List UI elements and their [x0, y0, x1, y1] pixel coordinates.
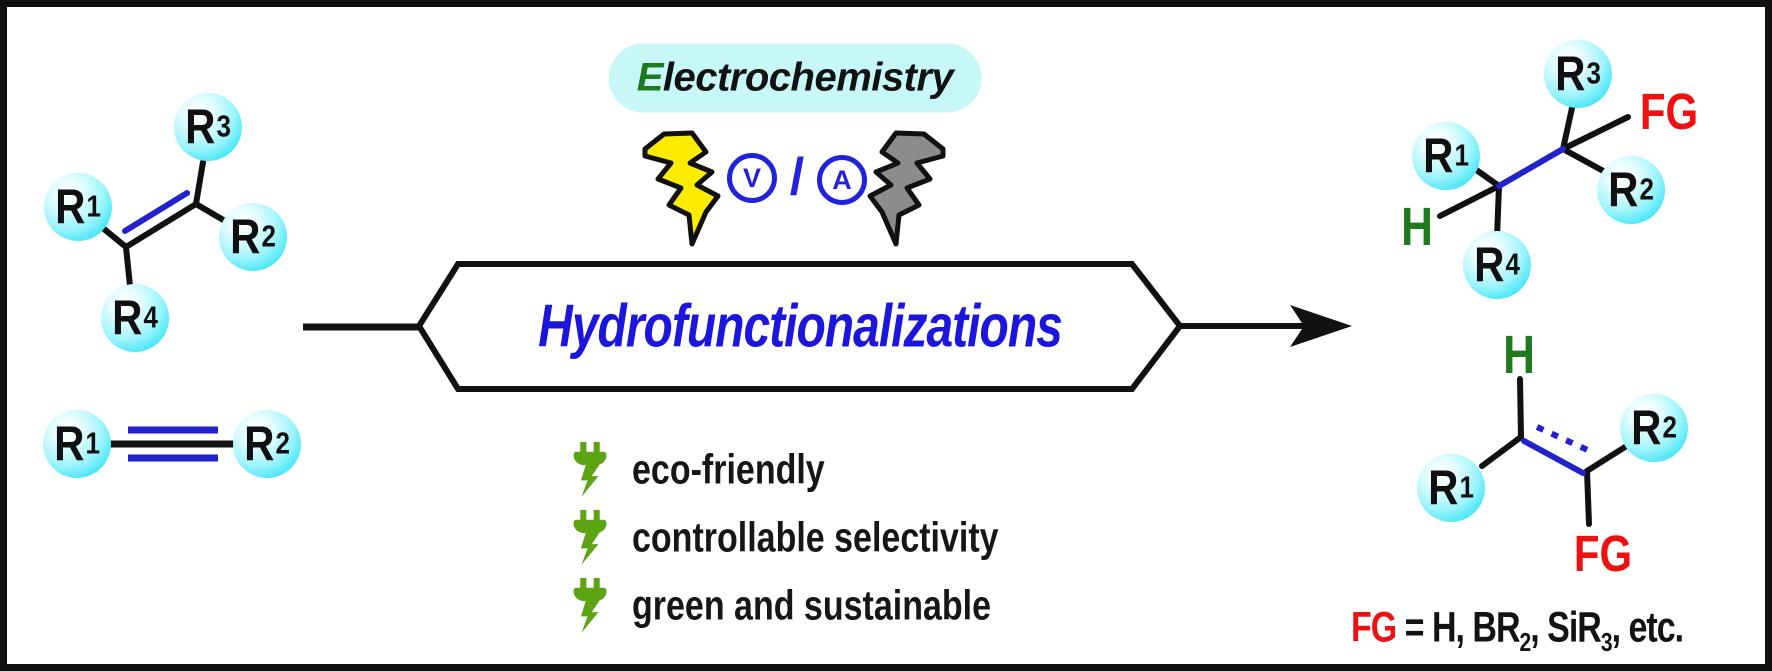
product-alkane-fg-label: FG [1639, 82, 1699, 141]
atom-sup: 1 [1454, 137, 1469, 173]
bond-r1-c [101, 226, 129, 250]
substrate-alkene-r4-atom: R4 [101, 284, 169, 352]
atom-sup: 1 [1459, 469, 1474, 505]
atom-label: R [55, 178, 86, 235]
electrochemistry-rest: lectrochemistry [662, 55, 954, 100]
electrochemistry-banner: Electrochemistry [608, 43, 982, 113]
electrochemistry-first-letter: E [636, 55, 664, 100]
atom-label: R [1423, 127, 1454, 184]
bond-h-c [1517, 376, 1524, 440]
atom-sup: 2 [275, 425, 290, 461]
substrate-alkene-r1-atom: R1 [44, 173, 112, 241]
fg-definition-footnote: FG = H, BR2, SiR3, etc. [1351, 603, 1684, 658]
atom-label: R [1474, 236, 1505, 293]
bond-c-r2 [1584, 444, 1628, 474]
atom-sup: 4 [1505, 246, 1520, 282]
atom-label: R [1631, 399, 1662, 456]
benefit-row-green-sustainable: green and sustainable [570, 578, 991, 634]
product-alkane-r3-atom: R3 [1544, 40, 1612, 108]
atom-sup: 2 [261, 218, 276, 254]
alkane-product-bonds [1437, 105, 1631, 240]
alkane-new-cc-bond-blue [1496, 146, 1566, 189]
atom-label: R [185, 98, 216, 155]
bond-c-h [1437, 183, 1502, 219]
bond-c-r4 [1494, 183, 1502, 240]
bond-c-r3 [1560, 105, 1575, 152]
substrate-alkene-r2-atom: R2 [219, 203, 287, 271]
product-alkane-r2-atom: R2 [1597, 156, 1665, 224]
substrate-alkene-r3-atom: R3 [174, 93, 242, 161]
product-alkene-r2-atom: R2 [1620, 394, 1688, 462]
bond-c-r1 [1479, 434, 1524, 469]
product-alkane-r4-atom: R4 [1463, 231, 1531, 299]
atom-sup: 3 [216, 108, 231, 144]
atom-label: R [230, 208, 261, 265]
product-alkene-r1-atom: R1 [1417, 454, 1485, 522]
atom-sup: 1 [85, 425, 100, 461]
lightning-bolt-gray-icon [867, 130, 946, 247]
alkene-cc-bond-blue [1521, 438, 1586, 476]
green-plug-icon [573, 578, 607, 633]
bond-cc-pi-blue [122, 190, 190, 234]
bond-cc-sigma [123, 201, 199, 250]
volt-amp-separator: / [789, 148, 805, 206]
product-alkane-h-label: H [1401, 197, 1433, 258]
footnote-end: , etc. [1611, 603, 1684, 652]
product-alkane-r1-atom: R1 [1412, 122, 1480, 190]
atom-sup: 2 [1639, 171, 1654, 207]
green-plug-icon [573, 510, 607, 565]
bond-c-r4 [123, 244, 133, 289]
footnote-mid: , SiR [1530, 603, 1602, 652]
bond-c-r2 [193, 201, 228, 224]
atom-label: R [1428, 459, 1459, 516]
product-alkene-fg-label: FG [1573, 524, 1633, 583]
substrate-alkyne-r1-atom: R1 [43, 410, 111, 478]
footnote-eq: = H, BR [1396, 603, 1521, 652]
benefit-label: controllable selectivity [632, 514, 999, 561]
bond-c-r2 [1560, 146, 1610, 176]
benefit-label: eco-friendly [632, 446, 825, 493]
product-alkene-h-label: H [1503, 325, 1535, 386]
bond-c-fg [1560, 114, 1631, 152]
benefit-label: green and sustainable [632, 582, 991, 629]
footnote-fg: FG [1351, 603, 1397, 652]
footnote-sub-3: 3 [1600, 628, 1613, 658]
footnote-sub-2: 2 [1519, 628, 1532, 658]
atom-sup: 4 [143, 299, 158, 335]
atom-label: R [1555, 45, 1586, 102]
alkene-partial-pi-bond-dashed [1535, 424, 1594, 455]
substrate-alkyne-r2-atom: R2 [233, 410, 301, 478]
process-title: Hydrofunctionalizations [538, 293, 1063, 361]
atom-label: R [112, 289, 143, 346]
benefit-row-eco-friendly: eco-friendly [570, 442, 825, 498]
voltmeter-icon: V [727, 153, 777, 203]
atom-sup: 2 [1662, 409, 1677, 445]
atom-label: R [1608, 161, 1639, 218]
voltmeter-letter: V [742, 162, 761, 193]
atom-label: R [244, 415, 275, 472]
atom-sup: 1 [86, 188, 101, 224]
ammeter-icon: A [817, 155, 867, 205]
alkene-product-bonds [1479, 376, 1628, 527]
benefit-row-controllable-selectivity: controllable selectivity [570, 510, 999, 566]
green-plug-icon [573, 442, 607, 497]
alkyne-substrate-bonds [103, 426, 242, 462]
atom-label: R [54, 415, 85, 472]
bond-c-r3 [193, 159, 206, 207]
bond-c-fg [1584, 468, 1592, 527]
reaction-arrow-head [1290, 305, 1352, 347]
alkene-substrate-bonds [101, 159, 228, 289]
lightning-bolt-yellow-icon [642, 130, 721, 247]
ammeter-letter: A [832, 164, 852, 195]
atom-sup: 3 [1586, 55, 1601, 91]
